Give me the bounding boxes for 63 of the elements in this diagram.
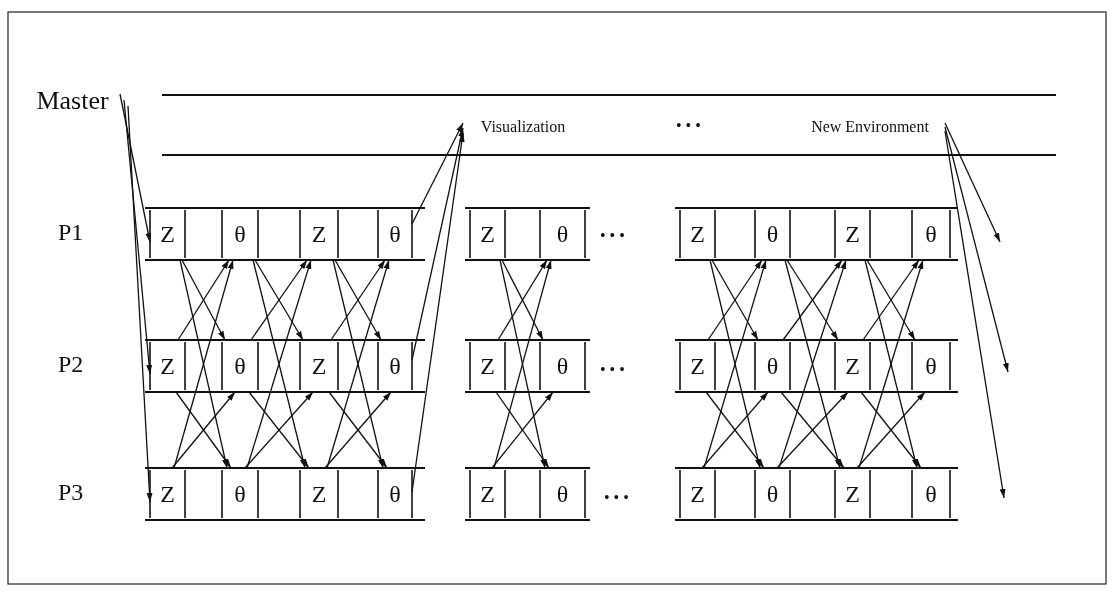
ellipsis: • • • xyxy=(604,490,629,506)
step-label: θ xyxy=(378,340,412,392)
ellipsis: • • • xyxy=(676,118,701,134)
arrow xyxy=(493,259,552,469)
arrow xyxy=(326,259,390,469)
step-label: Z xyxy=(150,340,185,392)
row-label: P1 xyxy=(58,220,84,244)
arrow xyxy=(411,127,464,361)
step-label: θ xyxy=(540,468,585,520)
arrow xyxy=(252,259,306,469)
arrow xyxy=(119,93,152,243)
step-label: Z xyxy=(470,340,505,392)
step-label: θ xyxy=(540,208,585,260)
row-label: P3 xyxy=(58,480,84,504)
step-label: θ xyxy=(540,340,585,392)
step-label: θ xyxy=(912,468,950,520)
master-label: Master xyxy=(25,88,120,114)
step-label: Z xyxy=(300,208,338,260)
arrow xyxy=(411,122,464,225)
step-label: θ xyxy=(222,340,258,392)
arrow xyxy=(778,259,847,469)
step-label: θ xyxy=(912,208,950,260)
step-label: θ xyxy=(222,468,258,520)
step-label: Z xyxy=(470,468,505,520)
step-label: θ xyxy=(378,208,412,260)
arrow xyxy=(709,259,761,469)
step-label: θ xyxy=(222,208,258,260)
ellipsis: • • • xyxy=(600,228,625,244)
arrow xyxy=(944,122,1001,243)
arrow xyxy=(703,259,767,469)
step-label: Z xyxy=(150,468,185,520)
step-label: θ xyxy=(755,340,790,392)
step-label: Z xyxy=(835,208,870,260)
arrow xyxy=(864,259,918,469)
task-label: Visualization xyxy=(463,117,583,137)
arrow xyxy=(944,126,1009,373)
arrow xyxy=(784,259,841,469)
arrow xyxy=(127,105,153,503)
arrow xyxy=(173,259,234,469)
arrow xyxy=(411,132,465,493)
arrow xyxy=(944,130,1006,499)
step-label: θ xyxy=(378,468,412,520)
step-label: Z xyxy=(680,468,715,520)
step-label: θ xyxy=(755,208,790,260)
step-label: Z xyxy=(680,340,715,392)
row-label: P2 xyxy=(58,352,84,376)
arrow xyxy=(123,99,153,375)
step-label: Z xyxy=(150,208,185,260)
arrow xyxy=(246,259,312,469)
step-label: Z xyxy=(835,468,870,520)
step-label: Z xyxy=(835,340,870,392)
arrow xyxy=(332,259,384,469)
arrow xyxy=(499,259,547,469)
ellipsis: • • • xyxy=(600,362,625,378)
step-label: Z xyxy=(300,468,338,520)
step-label: θ xyxy=(912,340,950,392)
step-label: θ xyxy=(755,468,790,520)
arrow xyxy=(858,259,924,469)
step-label: Z xyxy=(470,208,505,260)
arrow xyxy=(179,259,228,469)
step-label: Z xyxy=(680,208,715,260)
step-label: Z xyxy=(300,340,338,392)
task-label: New Environment xyxy=(795,117,945,137)
